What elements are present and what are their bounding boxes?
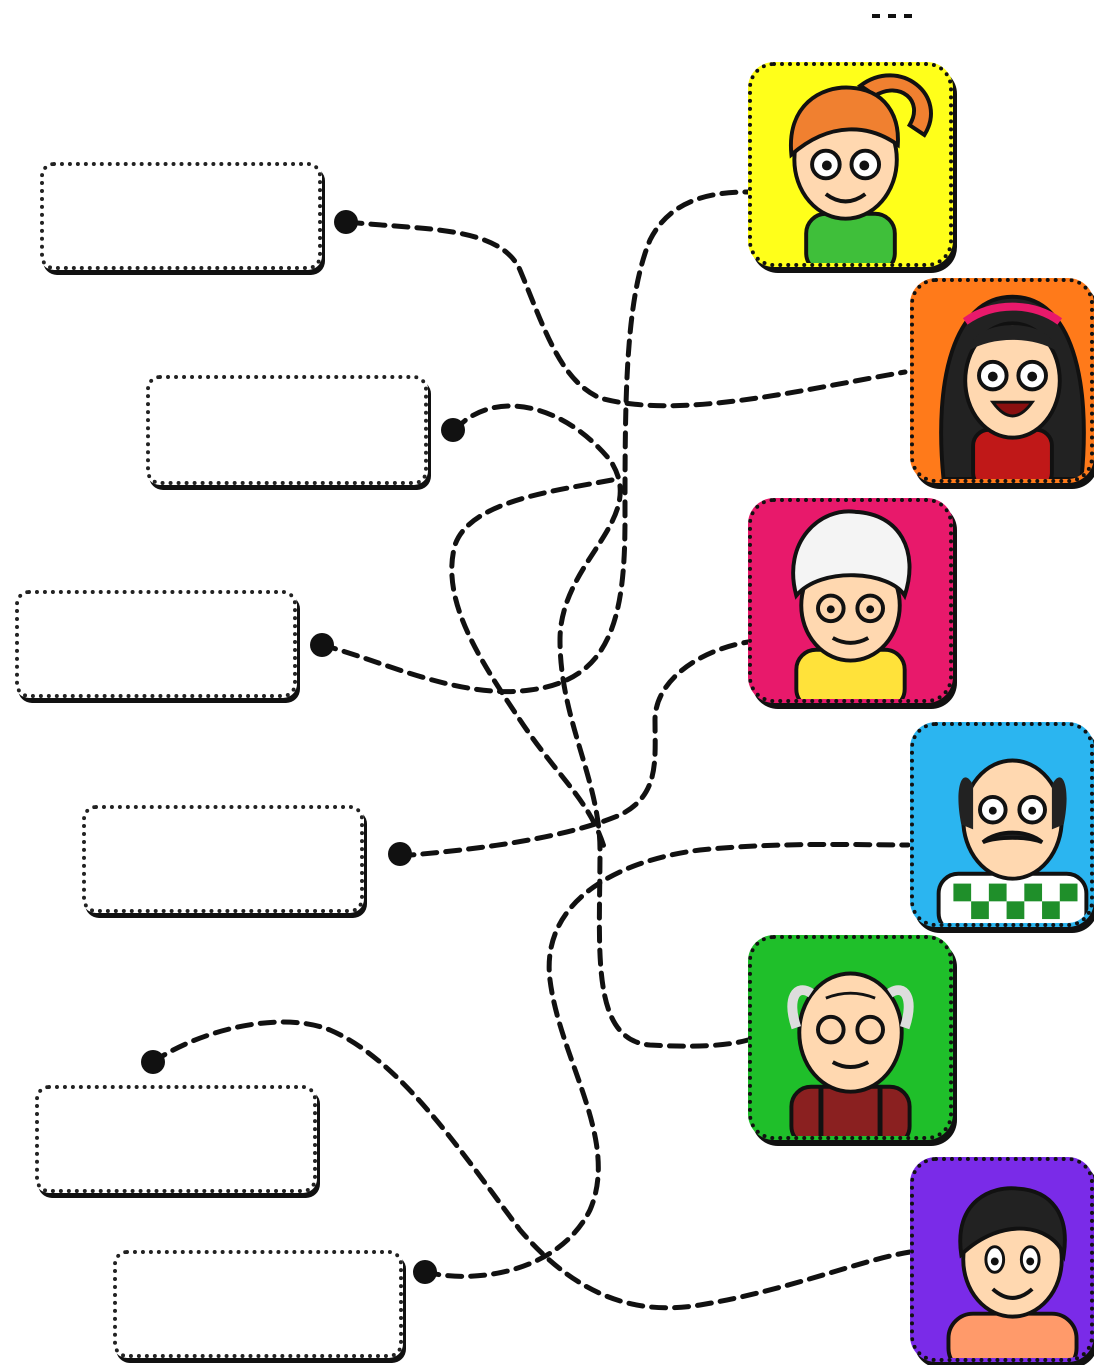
woman-with-headband-icon bbox=[910, 278, 1094, 483]
answer-box-6[interactable] bbox=[113, 1250, 403, 1358]
answer-input-4[interactable] bbox=[86, 809, 364, 911]
line-middle-loop bbox=[449, 477, 615, 853]
line-box6 bbox=[422, 841, 911, 1279]
boy-icon bbox=[910, 1157, 1094, 1362]
answer-box-4[interactable] bbox=[82, 805, 364, 913]
grandmother-icon bbox=[748, 498, 953, 703]
answer-box-2[interactable] bbox=[146, 375, 428, 485]
answer-input-6[interactable] bbox=[117, 1254, 403, 1356]
answer-box-5[interactable] bbox=[35, 1085, 317, 1193]
answer-box-1[interactable] bbox=[40, 162, 322, 270]
answer-input-1[interactable] bbox=[44, 166, 322, 268]
girl-with-ponytail-icon bbox=[748, 62, 953, 267]
line-box5 bbox=[150, 1019, 913, 1311]
line-box4 bbox=[397, 639, 751, 859]
line-box1 bbox=[345, 219, 908, 409]
line-box2 bbox=[452, 403, 751, 1049]
answer-box-3[interactable] bbox=[15, 590, 297, 698]
grandfather-icon bbox=[748, 935, 953, 1140]
answer-input-5[interactable] bbox=[39, 1089, 317, 1191]
answer-input-2[interactable] bbox=[150, 379, 428, 483]
man-with-mustache-icon bbox=[910, 722, 1094, 927]
answer-input-3[interactable] bbox=[19, 594, 297, 696]
line-start-dots bbox=[141, 210, 465, 1284]
line-box3 bbox=[319, 189, 751, 695]
